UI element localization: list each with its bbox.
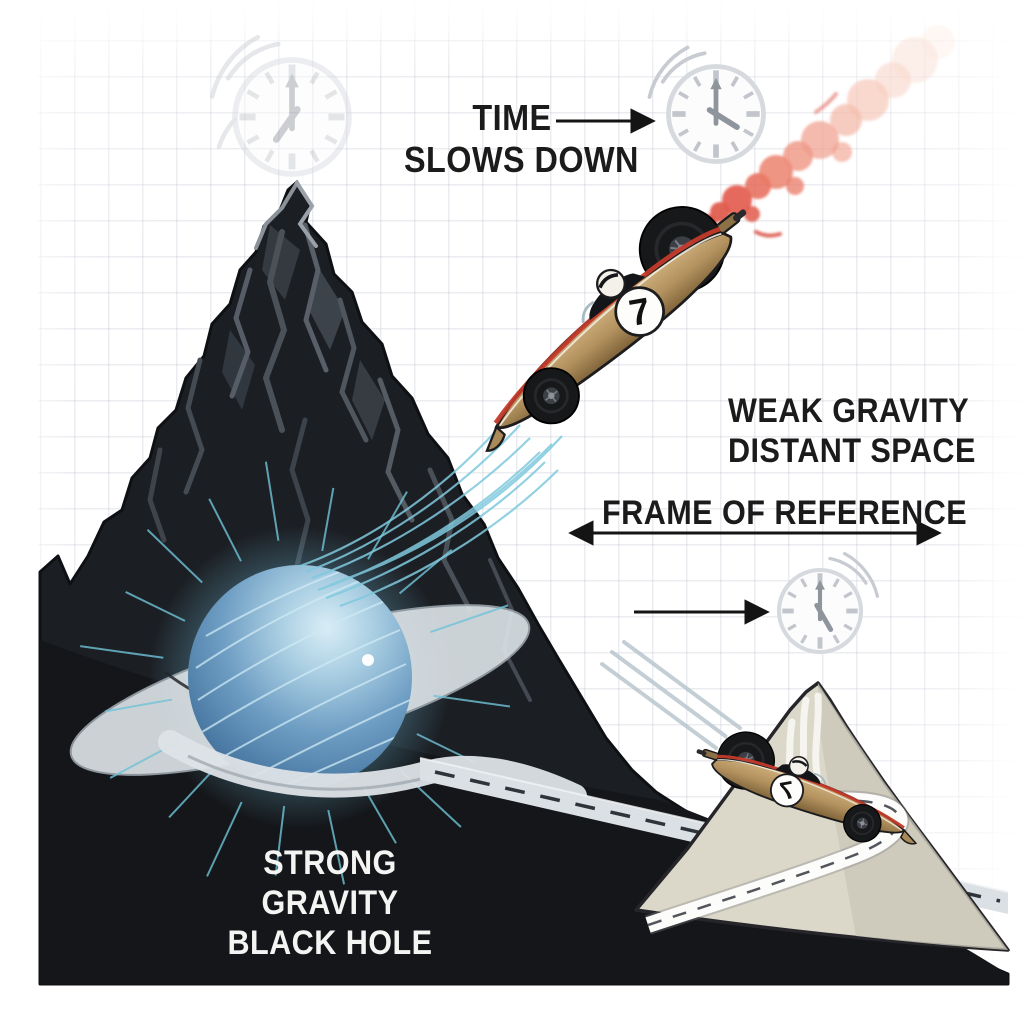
- mountain-texture: [147, 181, 532, 702]
- small-mountain-icon: [600, 640, 1010, 952]
- clock-icon-frame-reference: [779, 551, 880, 652]
- label-weak-gravity: WEAK GRAVITY DISTANT SPACE: [728, 391, 976, 471]
- label-time-line2: SLOWS DOWN: [404, 139, 639, 181]
- label-strong-line3: BLACK HOLE: [227, 924, 433, 963]
- label-frame-text: FRAME OF REFERENCE: [602, 494, 968, 532]
- speed-lines: [600, 640, 742, 750]
- label-strong-line2: GRAVITY: [261, 884, 399, 923]
- annotation-arrows: [556, 108, 942, 625]
- clock-icon-faded: [209, 34, 349, 174]
- label-strong-gravity-black-hole: STRONG GRAVITY BLACK HOLE: [222, 843, 438, 963]
- label-time-line1: TIME: [472, 97, 552, 138]
- label-strong-line1: STRONG: [263, 844, 397, 882]
- white-margin-bottom: [0, 986, 1024, 1024]
- label-frame-of-reference: FRAME OF REFERENCE: [602, 493, 968, 533]
- label-weak-line1: WEAK GRAVITY: [728, 392, 970, 430]
- white-margin-left: [0, 0, 38, 1024]
- warped-ring-front: [158, 730, 587, 808]
- black-hole-sphere-icon: [69, 461, 587, 885]
- clock-icon-weak-gravity: [647, 45, 764, 161]
- label-time-slows-down: TIME SLOWS DOWN: [404, 97, 639, 182]
- label-weak-line2: DISTANT SPACE: [728, 432, 976, 471]
- curvature-streamlines: [299, 414, 563, 608]
